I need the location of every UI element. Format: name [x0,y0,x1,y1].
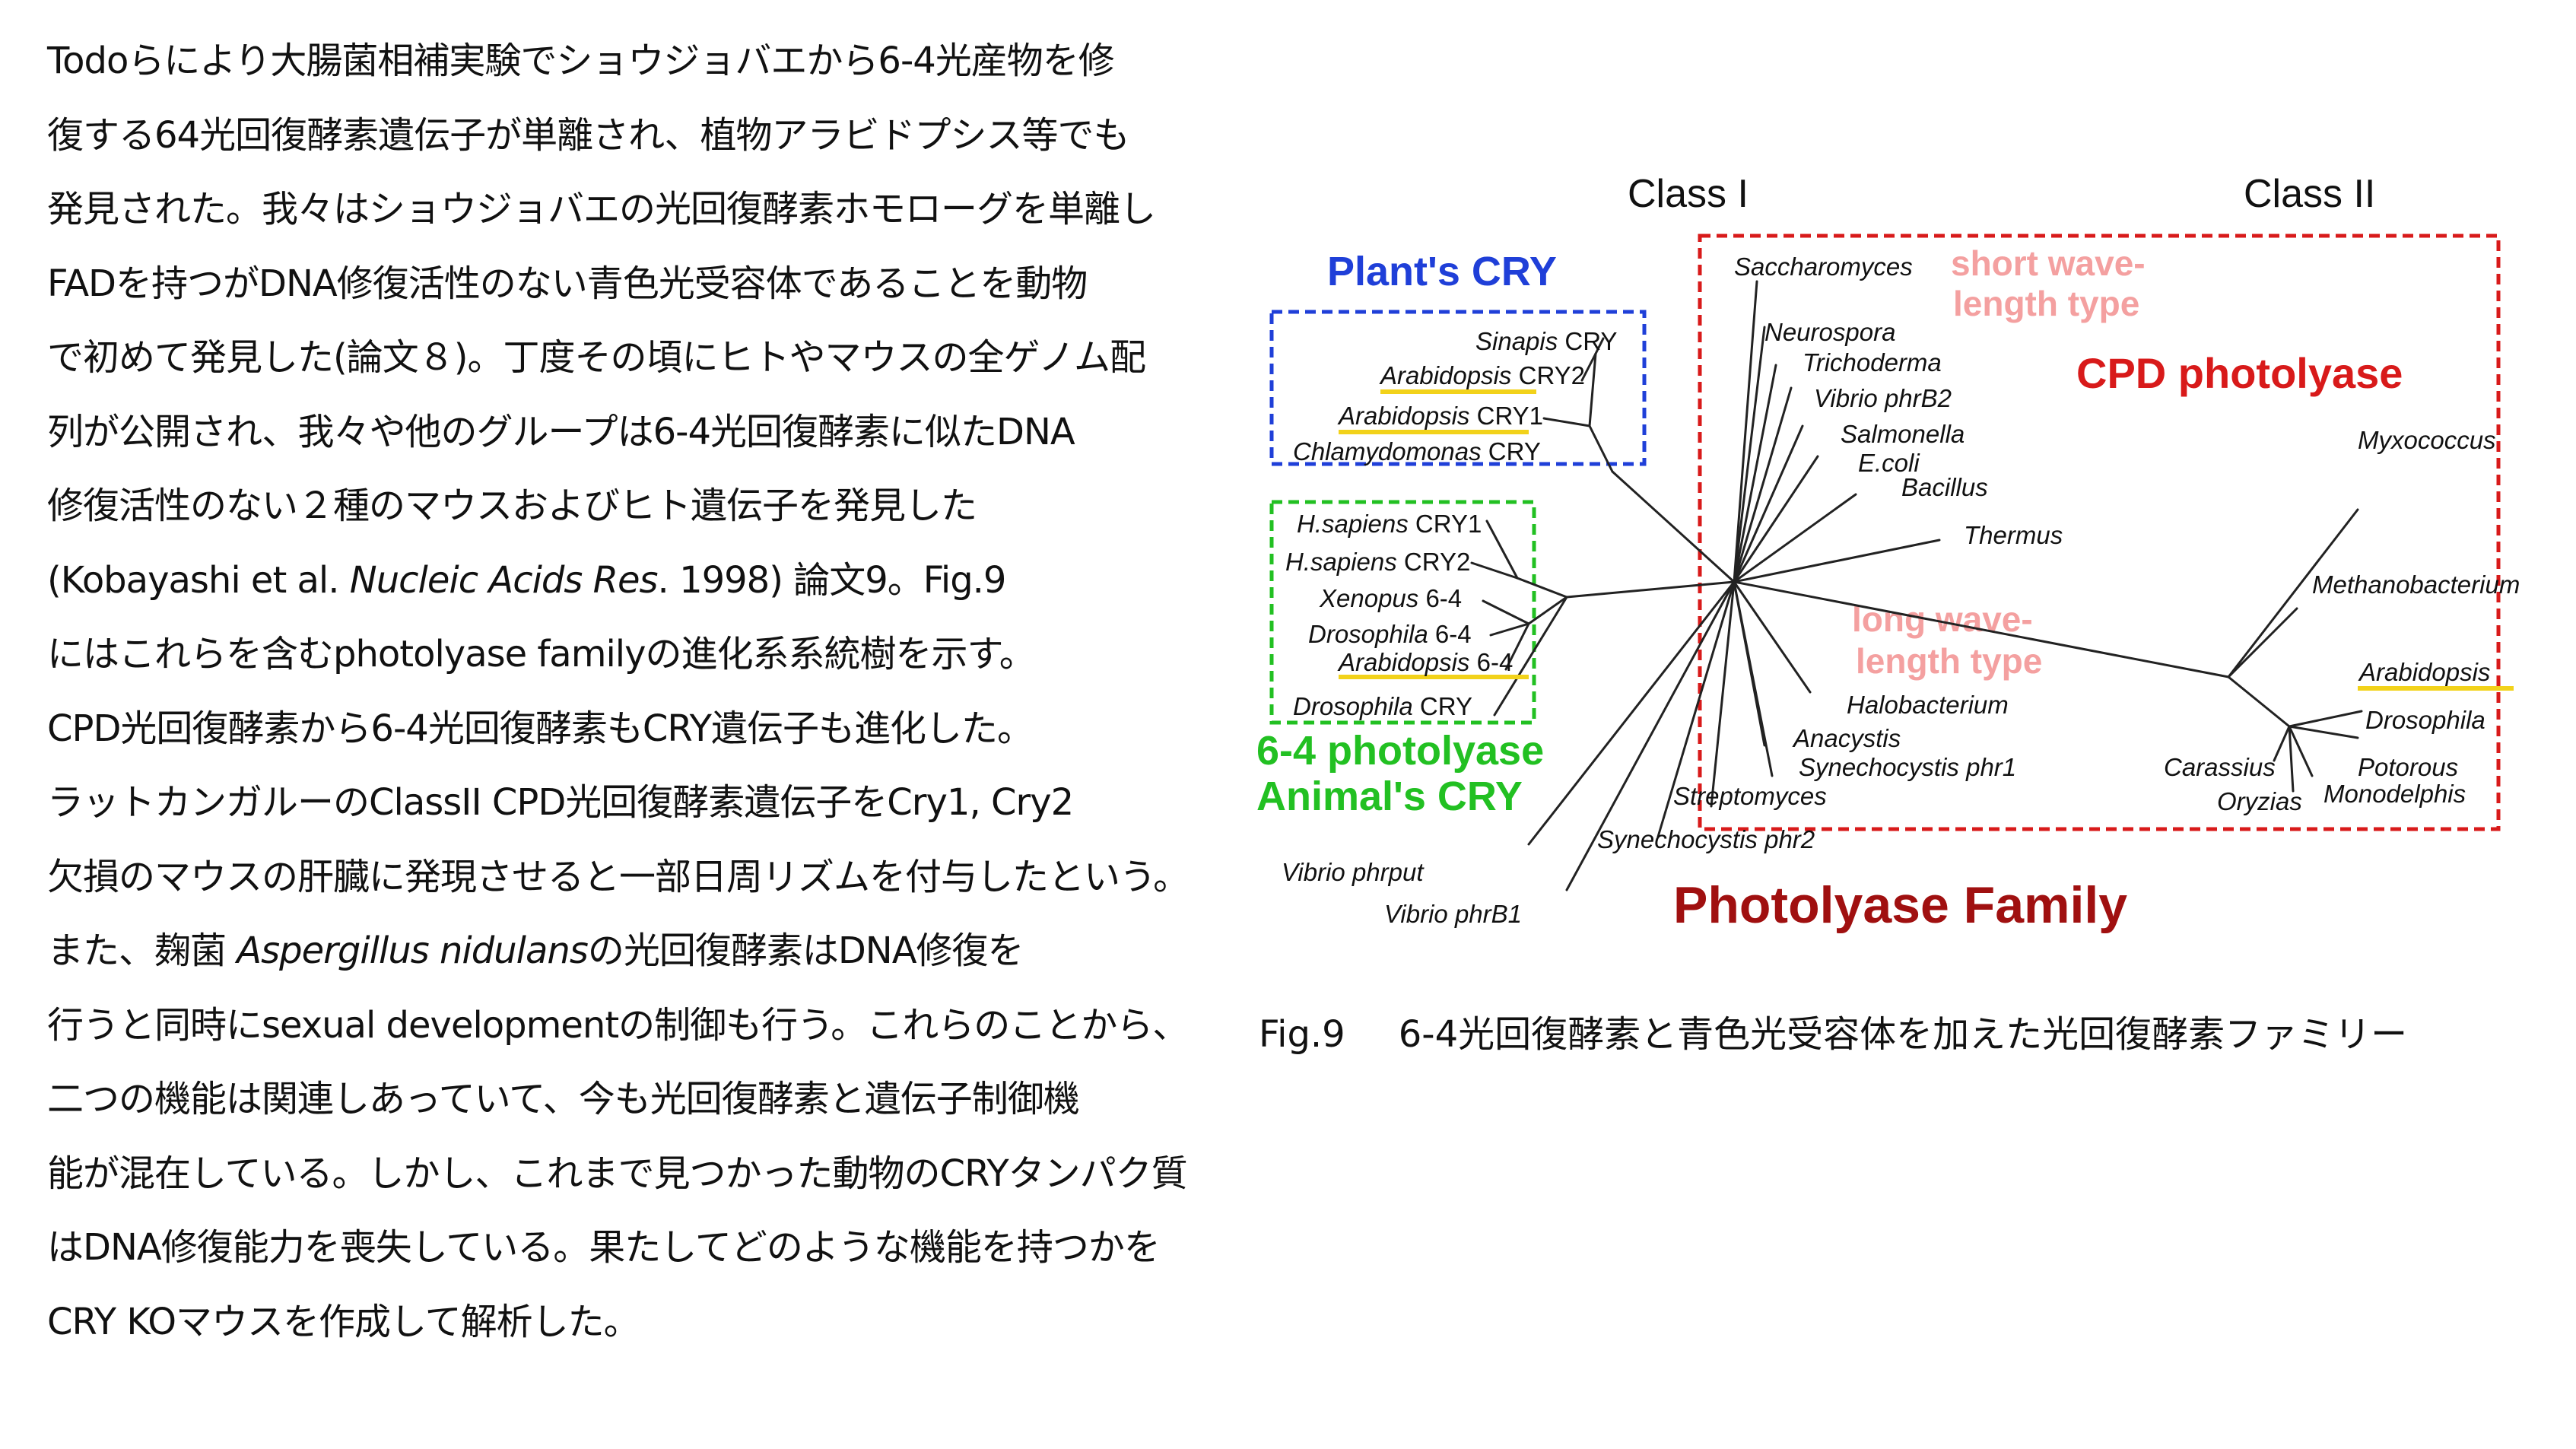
taxon-salmonella: Salmonella [1841,420,1965,448]
taxon-sinapis-cry: Sinapis CRY [1475,327,1617,355]
taxon-anacystis: Anacystis [1792,724,1901,752]
taxon-drosophila-class2: Drosophila [2365,706,2485,734]
taxon-saccharomyces: Saccharomyces [1734,253,1913,281]
short-wave-label-2: length type [1953,284,2139,323]
body-text-line: 二つの機能は関連しあっていて、今も光回復酵素と遺伝子制御機 [47,1063,1234,1137]
body-text-line: (Kobayashi et al. Nucleic Acids Res. 199… [47,544,1234,618]
text-run: FADを持つがDNA修復活性のない青色光受容体であることを動物 [47,262,1088,305]
body-text-line: 復する64光回復酵素遺伝子が単離され、植物アラビドプシス等でも [47,99,1234,173]
taxon-bacillus: Bacillus [1901,473,1988,501]
caption-number: Fig.9 [1259,1013,1345,1056]
taxon-vibrio-phrput: Vibrio phrput [1282,858,1425,886]
plant-cry-label: Plant's CRY [1327,249,1557,294]
taxon-arabidopsis-64: Arabidopsis 6-4 [1337,648,1513,676]
text-run: CRY KOマウスを作成して解析した。 [47,1300,640,1343]
taxon-ecoli: E.coli [1858,449,1920,477]
taxon-hsapiens-cry2: H.sapiens CRY2 [1285,548,1470,576]
body-text-line: 修復活性のない２種のマウスおよびヒト遺伝子を発見した [47,469,1234,544]
body-text-line: CPD光回復酵素から6-4光回復酵素もCRY遺伝子も進化した。 [47,692,1234,767]
body-text-line: 欠損のマウスの肝臓に発現させると一部日周リズムを付与したという。 [47,840,1234,915]
taxon-synechocystis-phr2: Synechocystis phr2 [1597,825,1815,853]
text-run: Todoらにより大腸菌相補実験でショウジョバエから6-4光産物を修 [47,40,1115,82]
taxon-synechocystis-phr1: Synechocystis phr1 [1799,753,2016,781]
body-text-line: Todoらにより大腸菌相補実験でショウジョバエから6-4光産物を修 [47,24,1234,99]
taxon-streptomyces: Streptomyces [1673,782,1827,810]
photolyase-family-label: Photolyase Family [1673,876,2127,934]
text-run: (Kobayashi et al. [47,558,350,602]
taxon-hsapiens-cry1: H.sapiens CRY1 [1297,510,1482,538]
text-run: 発見された。我々はショウジョバエの光回復酵素ホモローグを単離し [47,188,1156,230]
body-text-line: 発見された。我々はショウジョバエの光回復酵素ホモローグを単離し [47,173,1234,247]
highlight-underlines [1339,389,2514,691]
taxon-methanobacterium: Methanobacterium [2312,570,2520,599]
body-text-line: 行うと同時にsexual developmentの制御も行う。これらのことから、 [47,989,1234,1063]
text-run: 二つの機能は関連しあっていて、今も光回復酵素と遺伝子制御機 [47,1078,1080,1120]
taxon-arabidopsis-cry1: Arabidopsis CRY1 [1337,402,1543,430]
short-wave-label-1: short wave- [1951,243,2146,283]
taxon-monodelphis: Monodelphis [2323,780,2466,808]
body-text: Todoらにより大腸菌相補実験でショウジョバエから6-4光産物を修復する64光回… [47,24,1234,1359]
photolyase-64-label: 6-4 photolyase [1256,728,1544,774]
taxon-arabidopsis-class2: Arabidopsis [2358,658,2490,686]
taxon-oryzias: Oryzias [2217,787,2302,815]
taxon-thermus: Thermus [1964,521,2063,549]
taxon-carassius: Carassius [2164,753,2276,781]
taxon-chlamydomonas-cry: Chlamydomonas CRY [1293,437,1541,466]
body-text-line: FADを持つがDNA修復活性のない青色光受容体であることを動物 [47,247,1234,322]
plant-cry-box [1269,310,1647,466]
text-run: はDNA修復能力を喪失している。果たしてどのような機能を持つかを [47,1226,1161,1269]
cpd-photolyase-label: CPD photolyase [2076,349,2403,397]
body-text-line: 列が公開され、我々や他のグループは6-4光回復酵素に似たDNA [47,396,1234,470]
caption-text: 6-4光回復酵素と青色光受容体を加えた光回復酵素ファミリー [1398,1013,2408,1056]
body-text-line: 能が混在している。しかし、これまで見つかった動物のCRYタンパク質 [47,1137,1234,1212]
text-run: の光回復酵素はDNA修復を [587,929,1024,972]
taxon-vibrio-phrb1: Vibrio phrB1 [1384,900,1522,928]
taxon-vibrio-phrb2: Vibrio phrB2 [1814,384,1952,412]
text-run: にはこれらを含むphotolyase familyの進化系系統樹を示す。 [47,633,1036,675]
text-run: 修復活性のない２種のマウスおよびヒト遺伝子を発見した [47,485,977,527]
class-2-label: Class II [2244,172,2375,216]
body-text-line: はDNA修復能力を喪失している。果たしてどのような機能を持つかを [47,1211,1234,1285]
text-run: 列が公開され、我々や他のグループは6-4光回復酵素に似たDNA [47,410,1075,453]
taxon-arabidopsis-cry2: Arabidopsis CRY2 [1379,361,1585,389]
text-run: 行うと同時にsexual developmentの制御も行う。これらのことから、 [47,1003,1189,1047]
body-text-line: にはこれらを含むphotolyase familyの進化系系統樹を示す。 [47,618,1234,692]
animal-cry-box [1269,500,1536,725]
taxon-halobacterium: Halobacterium [1847,691,2009,719]
figure-caption: Fig.9 6-4光回復酵素と青色光受容体を加えた光回復酵素ファミリー [1259,1004,2407,1057]
taxon-neurospora: Neurospora [1764,318,1895,346]
body-text-line: また、麹菌 Aspergillus nidulansの光回復酵素はDNA修復を [47,914,1234,989]
taxon-trichoderma: Trichoderma [1803,348,1942,377]
taxon-xenopus-64: Xenopus 6-4 [1319,584,1462,612]
taxon-drosophila-cry: Drosophila CRY [1293,692,1472,720]
text-run: 能が混在している。しかし、これまで見つかった動物のCRYタンパク質 [47,1152,1188,1195]
taxon-potorous: Potorous [2358,753,2458,781]
tree-svg: Class I Class II Plant's CRY short wave-… [1256,172,2520,934]
text-run: . 1998) 論文9。Fig.9 [657,558,1007,602]
body-text-line: で初めて発見した(論文８)。丁度その頃にヒトやマウスの全ゲノム配 [47,321,1234,396]
text-run: ラットカンガルーのClassII CPD光回復酵素遺伝子をCry1, Cry2 [47,781,1074,824]
body-text-line: CRY KOマウスを作成して解析した。 [47,1285,1234,1360]
class-1-label: Class I [1628,172,1749,216]
long-wave-label-2: length type [1856,641,2042,681]
tree-branches [1470,280,2363,891]
text-run: 欠損のマウスの肝臓に発現させると一部日周リズムを付与したという。 [47,855,1190,898]
animal-cry-label: Animal's CRY [1256,774,1523,819]
body-text-line: ラットカンガルーのClassII CPD光回復酵素遺伝子をCry1, Cry2 [47,766,1234,840]
long-wave-label-1: long wave- [1852,599,2033,639]
cpd-photolyase-box [1698,234,2501,831]
text-run: 復する64光回復酵素遺伝子が単離され、植物アラビドプシス等でも [47,113,1130,157]
taxon-drosophila-64: Drosophila 6-4 [1308,620,1472,648]
text-run: CPD光回復酵素から6-4光回復酵素もCRY遺伝子も進化した。 [47,707,1034,750]
text-run: また、麹菌 [47,929,237,972]
italic-run: Aspergillus nidulans [237,929,589,972]
text-run: で初めて発見した(論文８)。丁度その頃にヒトやマウスの全ゲノム配 [47,336,1146,379]
italic-run: Nucleic Acids Res [349,558,659,602]
phylogenetic-tree-figure: Class I Class II Plant's CRY short wave-… [1232,137,2525,974]
taxon-myxococcus: Myxococcus [2358,426,2496,454]
